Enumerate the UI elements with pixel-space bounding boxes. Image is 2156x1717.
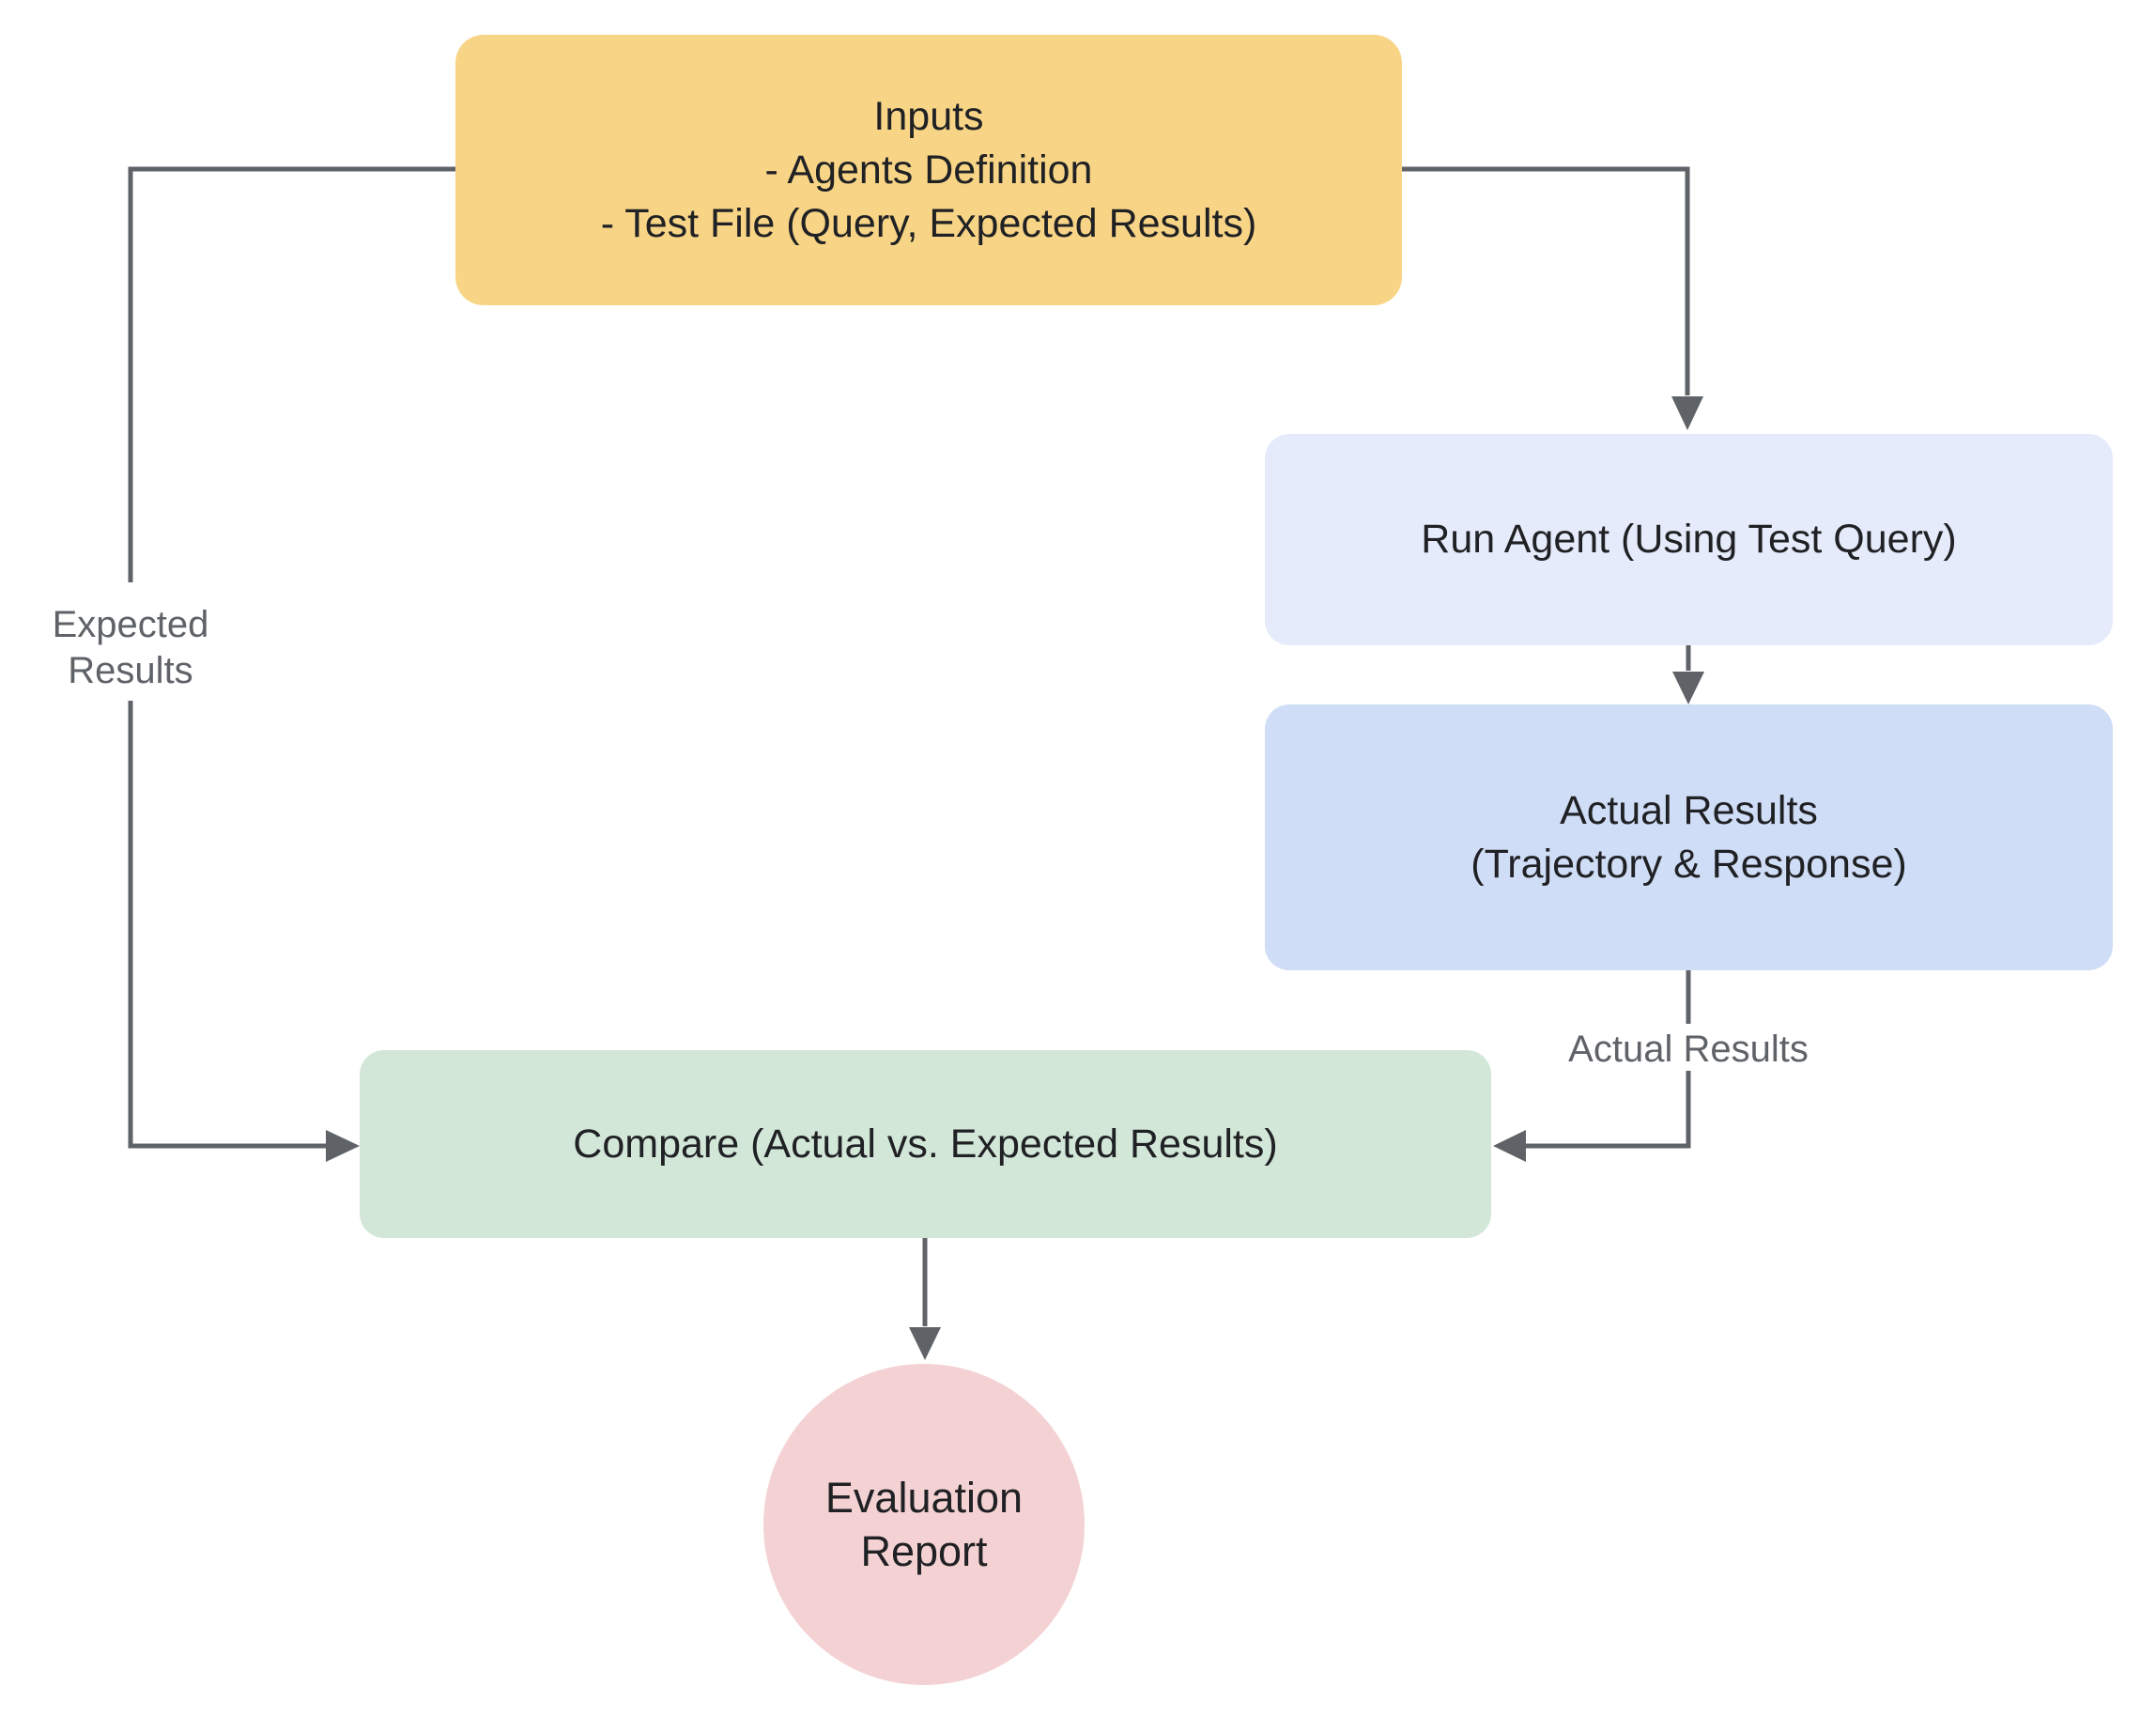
node-inputs: Inputs - Agents Definition - Test File (… (455, 35, 1402, 305)
node-text-line: Report (860, 1527, 988, 1575)
edge-segment (128, 701, 329, 1149)
node-text-line: (Trajectory & Response) (1471, 841, 1907, 887)
arrowhead-right-icon (326, 1130, 360, 1162)
edge-segment (1402, 166, 1690, 395)
arrowhead-down-icon (909, 1327, 941, 1360)
node-text-line: Compare (Actual vs. Expected Results) (573, 1121, 1278, 1167)
edge-actual-results-to-compare (1493, 970, 1691, 1162)
arrowhead-down-icon (1672, 672, 1704, 704)
edge-segment (1525, 1071, 1691, 1149)
node-run-agent-text: Run Agent (Using Test Query) (1421, 513, 1956, 566)
node-text-line: - Test File (Query, Expected Results) (600, 200, 1257, 246)
edge-label-line: Expected (52, 604, 209, 645)
node-run-agent: Run Agent (Using Test Query) (1265, 434, 2113, 645)
edge-segment (128, 166, 455, 582)
node-text-line: - Agents Definition (764, 147, 1093, 193)
node-actual-results: Actual Results (Trajectory & Response) (1265, 704, 2113, 970)
edge-inputs-to-compare (128, 166, 455, 1162)
node-text-line: Inputs (873, 93, 984, 139)
edge-inputs-to-run-agent (1402, 166, 1703, 430)
node-text-line: Actual Results (1560, 787, 1818, 833)
node-actual-results-text: Actual Results (Trajectory & Response) (1471, 784, 1906, 891)
edge-compare-to-evaluation-report (909, 1238, 941, 1360)
node-inputs-text: Inputs - Agents Definition - Test File (… (601, 90, 1257, 251)
edge-label-actual-results: Actual Results (1568, 1029, 1809, 1070)
node-text-line: Run Agent (Using Test Query) (1421, 517, 1957, 562)
node-compare: Compare (Actual vs. Expected Results) (360, 1050, 1491, 1238)
edge-label-line: Results (68, 650, 193, 691)
node-evaluation-report: Evaluation Report (763, 1364, 1085, 1685)
arrowhead-left-icon (1493, 1130, 1526, 1162)
node-compare-text: Compare (Actual vs. Expected Results) (573, 1118, 1277, 1171)
node-evaluation-report-text: Evaluation Report (825, 1471, 1023, 1578)
edge-label-expected-results: Expected Results (0, 602, 271, 694)
edge-run-agent-to-actual-results (1672, 645, 1704, 704)
node-text-line: Evaluation (824, 1474, 1024, 1522)
arrowhead-down-icon (1671, 396, 1703, 430)
